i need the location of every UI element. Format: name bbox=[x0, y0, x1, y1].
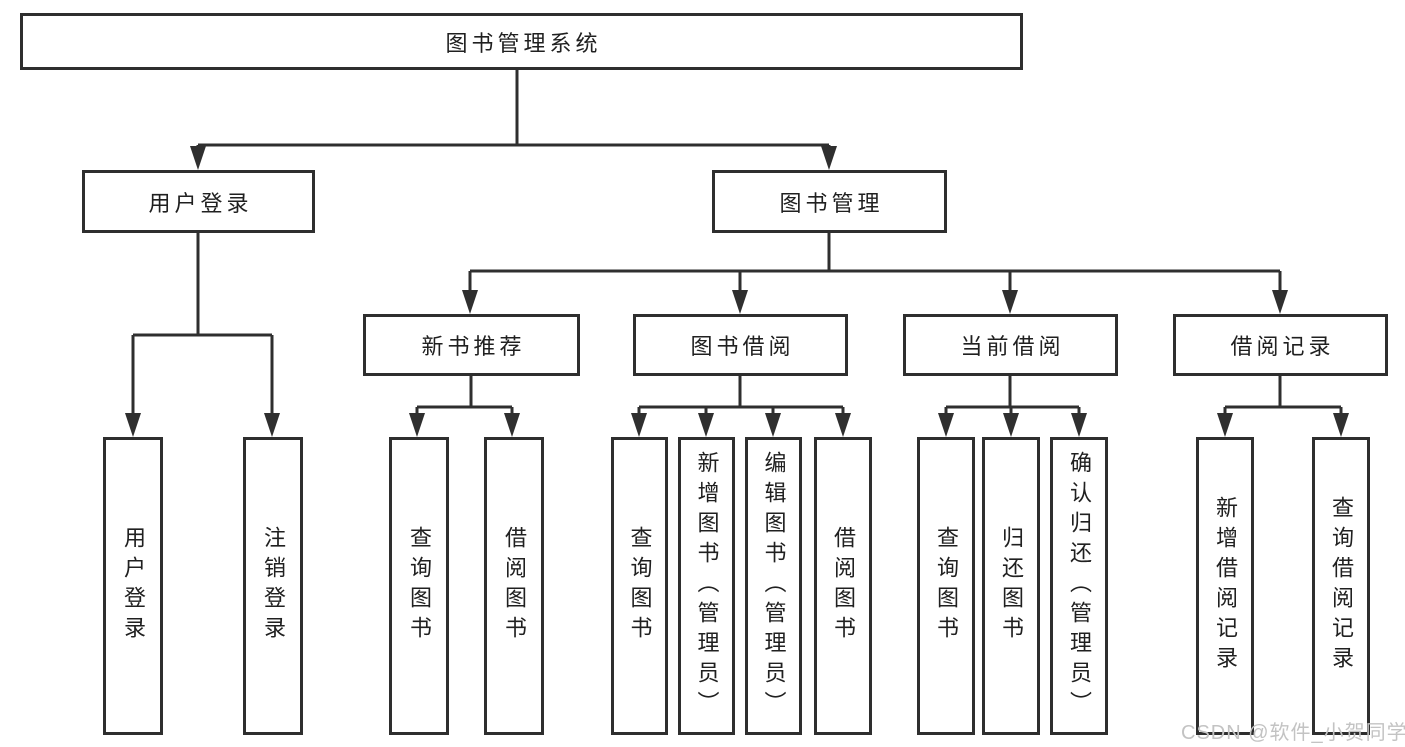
node-library-management-system: 图书管理系统 bbox=[20, 13, 1023, 70]
node-label: 注销登录 bbox=[261, 526, 286, 646]
node-label: 用户登录 bbox=[121, 526, 146, 646]
leaf-query-book-recommend: 查询图书 bbox=[389, 437, 449, 735]
node-label: 当前借阅 bbox=[960, 334, 1065, 359]
node-label: 新书推荐 bbox=[421, 334, 526, 359]
node-label: 新增借阅记录 bbox=[1213, 496, 1238, 676]
node-user-login: 用户登录 bbox=[82, 170, 315, 233]
node-label: 查询图书 bbox=[407, 526, 432, 646]
leaf-confirm-return-admin: 确认归还（管理员） bbox=[1050, 437, 1108, 735]
leaf-borrow-book-borrowing: 借阅图书 bbox=[814, 437, 872, 735]
node-book-management: 图书管理 bbox=[712, 170, 947, 233]
watermark: CSDN @软件_小贺同学 bbox=[1181, 722, 1405, 744]
leaf-user-login: 用户登录 bbox=[103, 437, 163, 735]
leaf-return-book: 归还图书 bbox=[982, 437, 1040, 735]
node-label: 图书借阅 bbox=[690, 334, 795, 359]
leaf-edit-book-admin: 编辑图书（管理员） bbox=[745, 437, 802, 735]
node-label: 图书管理 bbox=[779, 190, 884, 216]
node-label: 查询图书 bbox=[627, 526, 653, 646]
leaf-add-book-admin: 新增图书（管理员） bbox=[678, 437, 735, 735]
leaf-borrow-book-recommend: 借阅图书 bbox=[484, 437, 544, 735]
leaf-add-borrow-record: 新增借阅记录 bbox=[1196, 437, 1254, 735]
node-label: 查询借阅记录 bbox=[1329, 496, 1354, 676]
node-label: 归还图书 bbox=[999, 526, 1024, 646]
leaf-logout: 注销登录 bbox=[243, 437, 303, 735]
node-new-book-recommend: 新书推荐 bbox=[363, 314, 580, 376]
node-label: 确认归还（管理员） bbox=[1067, 451, 1092, 721]
leaf-query-borrow-record: 查询借阅记录 bbox=[1312, 437, 1370, 735]
leaf-query-book-borrowing: 查询图书 bbox=[611, 437, 668, 735]
node-label: 借阅记录 bbox=[1230, 334, 1335, 359]
leaf-query-book-current: 查询图书 bbox=[917, 437, 975, 735]
node-current-borrowing: 当前借阅 bbox=[903, 314, 1118, 376]
node-label: 新增图书（管理员） bbox=[694, 451, 720, 721]
node-label: 借阅图书 bbox=[502, 526, 527, 646]
node-book-borrowing: 图书借阅 bbox=[633, 314, 848, 376]
node-label: 编辑图书（管理员） bbox=[761, 451, 787, 721]
node-label: 查询图书 bbox=[934, 526, 959, 646]
node-label: 用户登录 bbox=[148, 190, 253, 216]
node-label: 图书管理系统 bbox=[445, 30, 602, 56]
node-borrowing-records: 借阅记录 bbox=[1173, 314, 1388, 376]
node-label: 借阅图书 bbox=[831, 526, 856, 646]
